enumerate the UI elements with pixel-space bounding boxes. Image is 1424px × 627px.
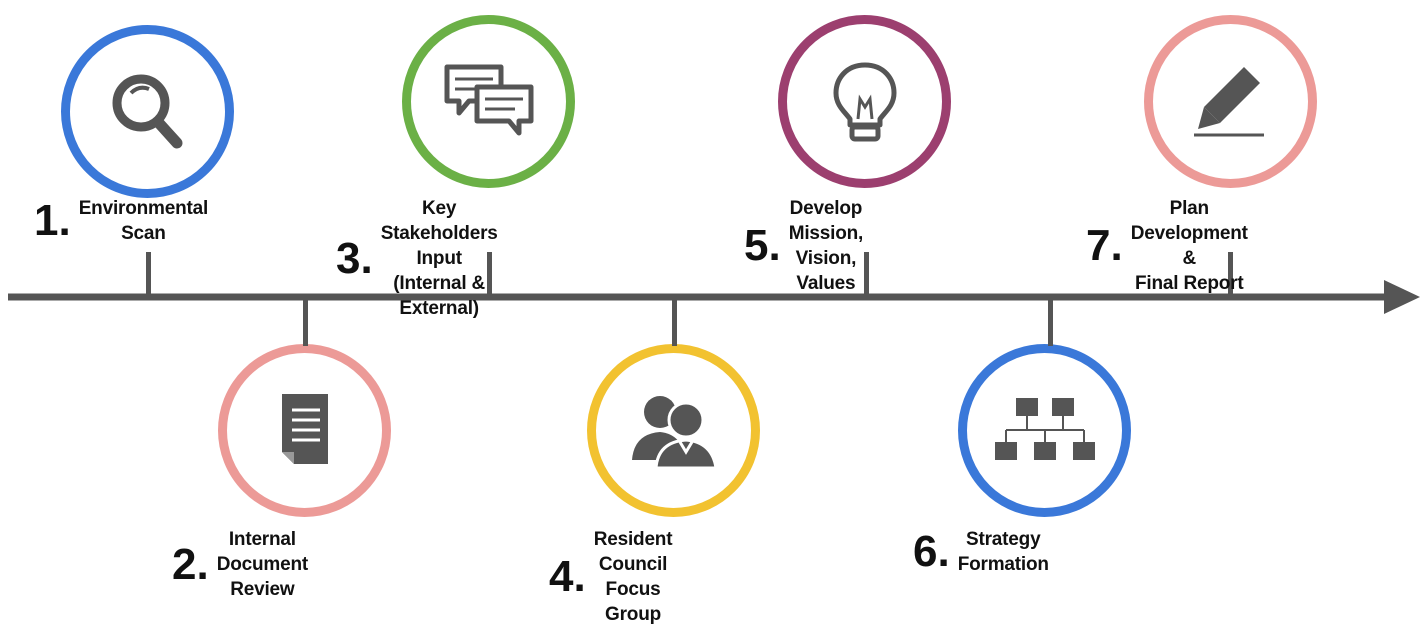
- timeline-axis: [8, 280, 1420, 314]
- step-3-ring: [402, 15, 575, 188]
- step-5-ring: [778, 15, 951, 188]
- step-7-title: Plan Development &: [1130, 198, 1248, 269]
- step-7-number: 7.: [1086, 221, 1123, 270]
- lightbulb-icon: [833, 62, 896, 141]
- step-4-connector: [672, 300, 677, 346]
- step-2-label: 2. Internal Document Review: [172, 527, 308, 602]
- step-2-number: 2.: [172, 539, 209, 589]
- step-4-ring: [587, 344, 760, 517]
- step-1-ring: [61, 25, 234, 198]
- step-1-number: 1.: [34, 196, 71, 245]
- step-3-title: Key Stakeholders Input: [380, 198, 498, 269]
- step-6-number: 6.: [913, 527, 950, 576]
- org-chart-icon: [994, 397, 1095, 460]
- step-7-label: 7. Plan Development & Final Report: [1086, 196, 1248, 296]
- speech-bubbles-icon: [444, 64, 533, 135]
- step-4-subtitle: Focus Group: [605, 579, 662, 625]
- step-4-label: 4. Resident Council Focus Group: [549, 527, 673, 627]
- step-4-title: Resident Council: [593, 529, 673, 575]
- magnifier-icon: [112, 74, 182, 148]
- step-6-title: Strategy Formation: [957, 529, 1049, 575]
- step-3-label: 3. Key Stakeholders Input (Internal & Ex…: [336, 196, 498, 321]
- step-7-ring: [1144, 15, 1317, 188]
- step-2-ring: [218, 344, 391, 517]
- step-3-connector: [487, 252, 492, 294]
- step-7-subtitle: Final Report: [1135, 273, 1244, 294]
- step-2-connector: [303, 300, 308, 346]
- step-5-subtitle: Vision, Values: [795, 248, 857, 294]
- pen-icon: [1193, 66, 1264, 136]
- step-2-title: Internal Document: [216, 529, 308, 575]
- people-icon: [631, 395, 718, 469]
- step-6-connector: [1048, 300, 1053, 346]
- step-5-label: 5. Develop Mission, Vision, Values: [744, 196, 863, 296]
- step-5-number: 5.: [744, 221, 781, 270]
- step-5-connector: [864, 252, 869, 294]
- step-1-connector: [146, 252, 151, 294]
- step-1-label: 1. Environmental Scan: [34, 196, 208, 246]
- step-3-subtitle: (Internal & External): [393, 273, 486, 319]
- document-icon: [281, 393, 328, 464]
- step-2-subtitle: Review: [230, 579, 295, 600]
- step-6-label: 6. Strategy Formation: [913, 527, 1049, 577]
- arrowhead-icon: [1384, 280, 1420, 314]
- step-5-title: Develop Mission,: [788, 198, 864, 244]
- step-1-title: Environmental: [78, 198, 209, 219]
- step-4-number: 4.: [549, 552, 586, 601]
- step-1-subtitle: Scan: [121, 223, 166, 244]
- step-3-number: 3.: [336, 233, 373, 283]
- step-7-connector: [1228, 252, 1233, 294]
- step-6-ring: [958, 344, 1131, 517]
